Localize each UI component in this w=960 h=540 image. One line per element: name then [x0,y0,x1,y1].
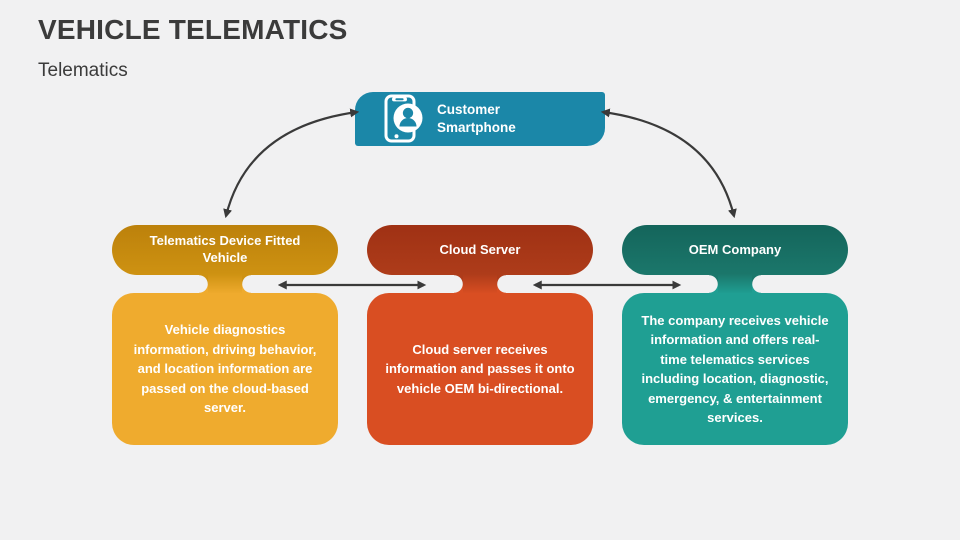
smartphone-user-icon [384,94,423,143]
connector-fillet [454,284,463,293]
connector-fillet [709,275,718,284]
node-header: Telematics Device Fitted Vehicle [112,225,338,275]
connector-fillet [242,275,251,284]
node-body: The company receives vehicle information… [622,293,848,445]
node-customer-smartphone: Customer Smartphone [355,92,605,146]
node-header: OEM Company [622,225,848,275]
connector-fillet [454,275,463,284]
connector-fillet [199,275,208,284]
node-description: Cloud server receives information and pa… [385,341,575,396]
arrow-smartphone-to-oem [600,108,737,219]
page-title: VEHICLE TELEMATICS [38,14,348,45]
connector-fillet [752,284,761,293]
connector-fillet [709,284,718,293]
page-subtitle: Telematics [38,60,128,81]
node-description: The company receives vehicle information… [641,312,829,426]
node-connector [718,274,752,294]
node-body: Vehicle diagnostics information, driving… [112,293,338,445]
node-telematics-device-fitted-vehicle: Telematics Device Fitted Vehicle Vehicle… [112,225,338,445]
node-connector [463,274,497,294]
node-oem-company: OEM Company The company receives vehicle… [622,225,848,445]
node-connector [208,274,242,294]
arrow-smartphone-to-device [223,108,360,219]
connector-fillet [497,275,506,284]
node-header: Cloud Server [367,225,593,275]
node-title: OEM Company [688,241,782,257]
node-description: Vehicle diagnostics information, driving… [133,322,317,416]
node-title: Telematics Device Fitted Vehicle [149,233,301,265]
connector-fillet [497,284,506,293]
node-label: Customer Smartphone [437,102,516,135]
connector-fillet [752,275,761,284]
connector-fillet [242,284,251,293]
node-cloud-server: Cloud Server Cloud server receives infor… [367,225,593,445]
node-body: Cloud server receives information and pa… [367,293,593,445]
node-title: Cloud Server [439,241,521,257]
connector-fillet [199,284,208,293]
